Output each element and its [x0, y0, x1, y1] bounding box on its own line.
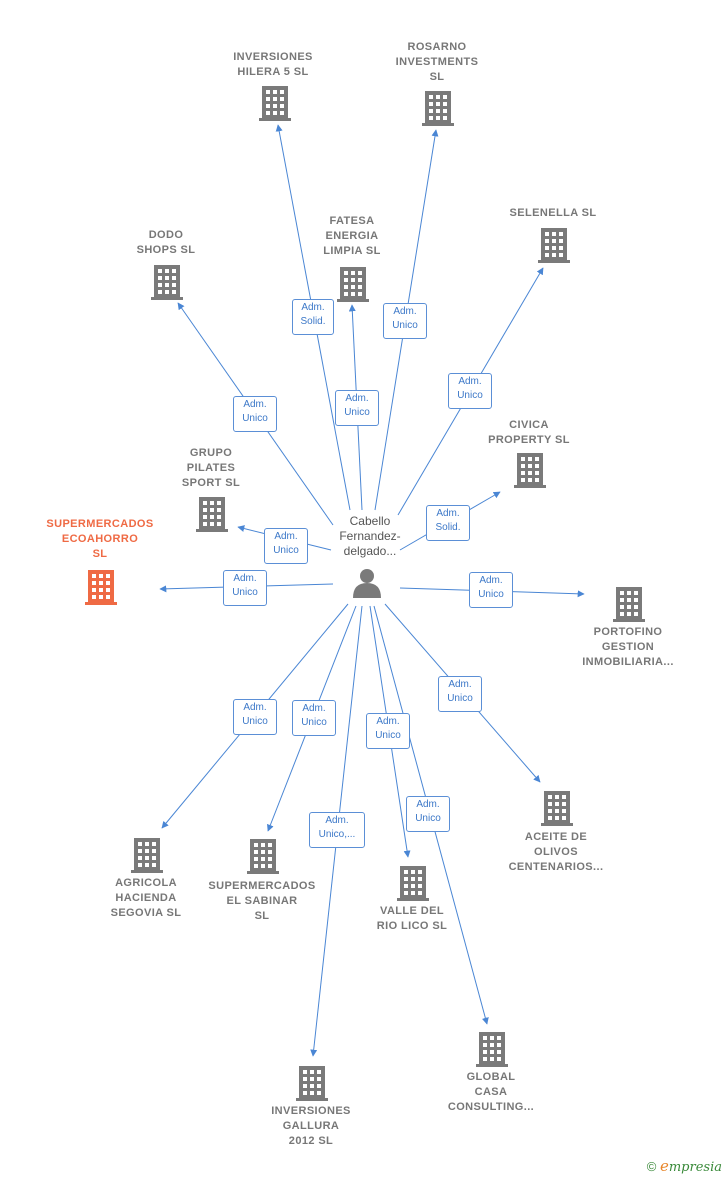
role-badge-gallura: Adm. Unico,...: [309, 812, 365, 848]
company-name-selenella[interactable]: SELENELLA SL: [509, 207, 597, 219]
role-badge-sabinar: Adm. Unico: [292, 700, 336, 736]
building-icon-global-casa[interactable]: [476, 1032, 508, 1067]
person-name[interactable]: Cabello Fernandez- delgado...: [339, 514, 401, 558]
role-badge-valle: Adm. Unico: [366, 713, 410, 749]
building-icon-agricola[interactable]: [131, 838, 163, 873]
company-name-portofino[interactable]: PORTOFINO GESTION INMOBILIARIA...: [582, 626, 674, 668]
role-badge-portofino: Adm. Unico: [469, 572, 513, 608]
building-icon-selenella[interactable]: [538, 228, 570, 263]
copyright-symbol: ©: [646, 1159, 657, 1174]
role-badge-dodo: Adm. Unico: [233, 396, 277, 432]
building-icon-fatesa[interactable]: [337, 267, 369, 302]
role-badge-global-casa: Adm. Unico: [406, 796, 450, 832]
company-name-civica[interactable]: CIVICA PROPERTY SL: [488, 419, 570, 446]
building-icon-gallura[interactable]: [296, 1066, 328, 1101]
company-name-aceite[interactable]: ACEITE DE OLIVOS CENTENARIOS...: [508, 831, 604, 873]
role-badge-supermercados-ecoahorro: Adm. Unico: [223, 570, 267, 606]
building-icon-grupo-pilates[interactable]: [196, 497, 228, 532]
company-name-sabinar[interactable]: SUPERMERCADOS EL SABINAR SL: [208, 880, 316, 922]
role-badge-aceite: Adm. Unico: [438, 676, 482, 712]
building-icon-valle[interactable]: [397, 866, 429, 901]
role-badge-rosarno: Adm. Unico: [383, 303, 427, 339]
role-badge-agricola: Adm. Unico: [233, 699, 277, 735]
company-name-inversiones-hilera[interactable]: INVERSIONES HILERA 5 SL: [233, 51, 313, 78]
building-icon-sabinar[interactable]: [247, 839, 279, 874]
role-badge-civica: Adm. Solid.: [426, 505, 470, 541]
company-name-valle[interactable]: VALLE DEL RIO LICO SL: [376, 905, 448, 932]
person-icon[interactable]: [353, 569, 381, 598]
copyright-footer: © empresia: [647, 1157, 722, 1175]
company-name-supermercados-ecoahorro[interactable]: SUPERMERCADOS ECOAHORRO SL: [46, 518, 154, 560]
building-icon-portofino[interactable]: [613, 587, 645, 622]
company-name-grupo-pilates[interactable]: GRUPO PILATES SPORT SL: [181, 447, 241, 489]
role-badge-inversiones-hilera: Adm. Solid.: [292, 299, 334, 335]
company-name-gallura[interactable]: INVERSIONES GALLURA 2012 SL: [271, 1105, 351, 1147]
building-icon-aceite[interactable]: [541, 791, 573, 826]
empresia-logo[interactable]: empresia: [659, 1157, 722, 1175]
role-badge-grupo-pilates: Adm. Unico: [264, 528, 308, 564]
company-name-agricola[interactable]: AGRICOLA HACIENDA SEGOVIA SL: [110, 877, 182, 919]
company-name-global-casa[interactable]: GLOBAL CASA CONSULTING...: [447, 1071, 535, 1113]
building-icon-supermercados-ecoahorro[interactable]: [85, 570, 117, 605]
company-name-dodo[interactable]: DODO SHOPS SL: [136, 229, 196, 256]
role-badge-selenella: Adm. Unico: [448, 373, 492, 409]
building-icon-civica[interactable]: [514, 453, 546, 488]
building-icon-inversiones-hilera[interactable]: [259, 86, 291, 121]
role-badge-fatesa: Adm. Unico: [335, 390, 379, 426]
building-icon-rosarno[interactable]: [422, 91, 454, 126]
company-name-fatesa[interactable]: FATESA ENERGIA LIMPIA SL: [323, 215, 381, 257]
company-name-rosarno[interactable]: ROSARNO INVESTMENTS SL: [395, 41, 479, 83]
building-icon-dodo[interactable]: [151, 265, 183, 300]
